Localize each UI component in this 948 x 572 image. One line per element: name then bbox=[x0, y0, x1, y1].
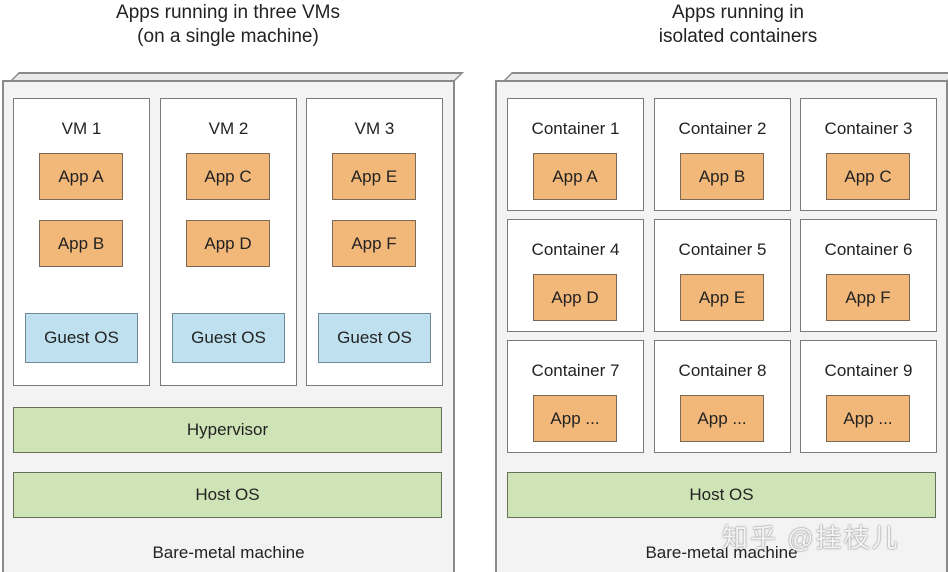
app-box: App C bbox=[826, 153, 910, 200]
right-machine-label: Bare-metal machine bbox=[645, 543, 798, 562]
left-title-line1: Apps running in three VMs bbox=[116, 2, 340, 23]
app-box: App B bbox=[39, 220, 123, 267]
guest-os: Guest OS bbox=[172, 313, 285, 363]
vm-1: VM 1 App A App B Guest OS bbox=[13, 98, 150, 386]
container-label: Container 5 bbox=[678, 240, 767, 259]
guest-os: Guest OS bbox=[318, 313, 431, 363]
left-title-line2: (on a single machine) bbox=[137, 26, 319, 47]
container-9: Container 9 App ... bbox=[800, 340, 937, 453]
vm-label: VM 3 bbox=[354, 119, 395, 138]
app-box: App A bbox=[39, 153, 123, 200]
container-label: Container 9 bbox=[824, 361, 913, 380]
left-host-os: Host OS bbox=[13, 472, 442, 518]
app-box: App F bbox=[332, 220, 416, 267]
app-box: App E bbox=[332, 153, 416, 200]
app-box: App D bbox=[533, 274, 617, 321]
container-label: Container 8 bbox=[678, 361, 767, 380]
vm-label: VM 1 bbox=[61, 119, 102, 138]
app-box: App B bbox=[680, 153, 764, 200]
container-4: Container 4 App D bbox=[507, 219, 644, 332]
container-1: Container 1 App A bbox=[507, 98, 644, 211]
app-box: App D bbox=[186, 220, 270, 267]
right-title-line1: Apps running in bbox=[671, 2, 805, 23]
app-box: App ... bbox=[533, 395, 617, 442]
app-box: App ... bbox=[680, 395, 764, 442]
vm-3: VM 3 App E App F Guest OS bbox=[306, 98, 443, 386]
app-box: App ... bbox=[826, 395, 910, 442]
app-box: App E bbox=[680, 274, 764, 321]
container-label: Container 7 bbox=[531, 361, 620, 380]
container-label: Container 4 bbox=[531, 240, 620, 259]
vm-2: VM 2 App C App D Guest OS bbox=[160, 98, 297, 386]
container-7: Container 7 App ... bbox=[507, 340, 644, 453]
app-box: App A bbox=[533, 153, 617, 200]
guest-os: Guest OS bbox=[25, 313, 138, 363]
app-box: App C bbox=[186, 153, 270, 200]
vm-label: VM 2 bbox=[208, 119, 249, 138]
left-machine-label: Bare-metal machine bbox=[152, 543, 305, 562]
right-host-os: Host OS bbox=[507, 472, 936, 518]
container-6: Container 6 App F bbox=[800, 219, 937, 332]
container-2: Container 2 App B bbox=[654, 98, 791, 211]
container-label: Container 6 bbox=[824, 240, 913, 259]
container-5: Container 5 App E bbox=[654, 219, 791, 332]
container-label: Container 1 bbox=[531, 119, 620, 138]
container-3: Container 3 App C bbox=[800, 98, 937, 211]
container-label: Container 3 bbox=[824, 119, 913, 138]
container-8: Container 8 App ... bbox=[654, 340, 791, 453]
watermark: 知乎 @挂枝儿 bbox=[722, 523, 900, 553]
container-label: Container 2 bbox=[678, 119, 767, 138]
app-box: App F bbox=[826, 274, 910, 321]
right-title-line2: isolated containers bbox=[658, 26, 818, 47]
hypervisor: Hypervisor bbox=[13, 407, 442, 453]
